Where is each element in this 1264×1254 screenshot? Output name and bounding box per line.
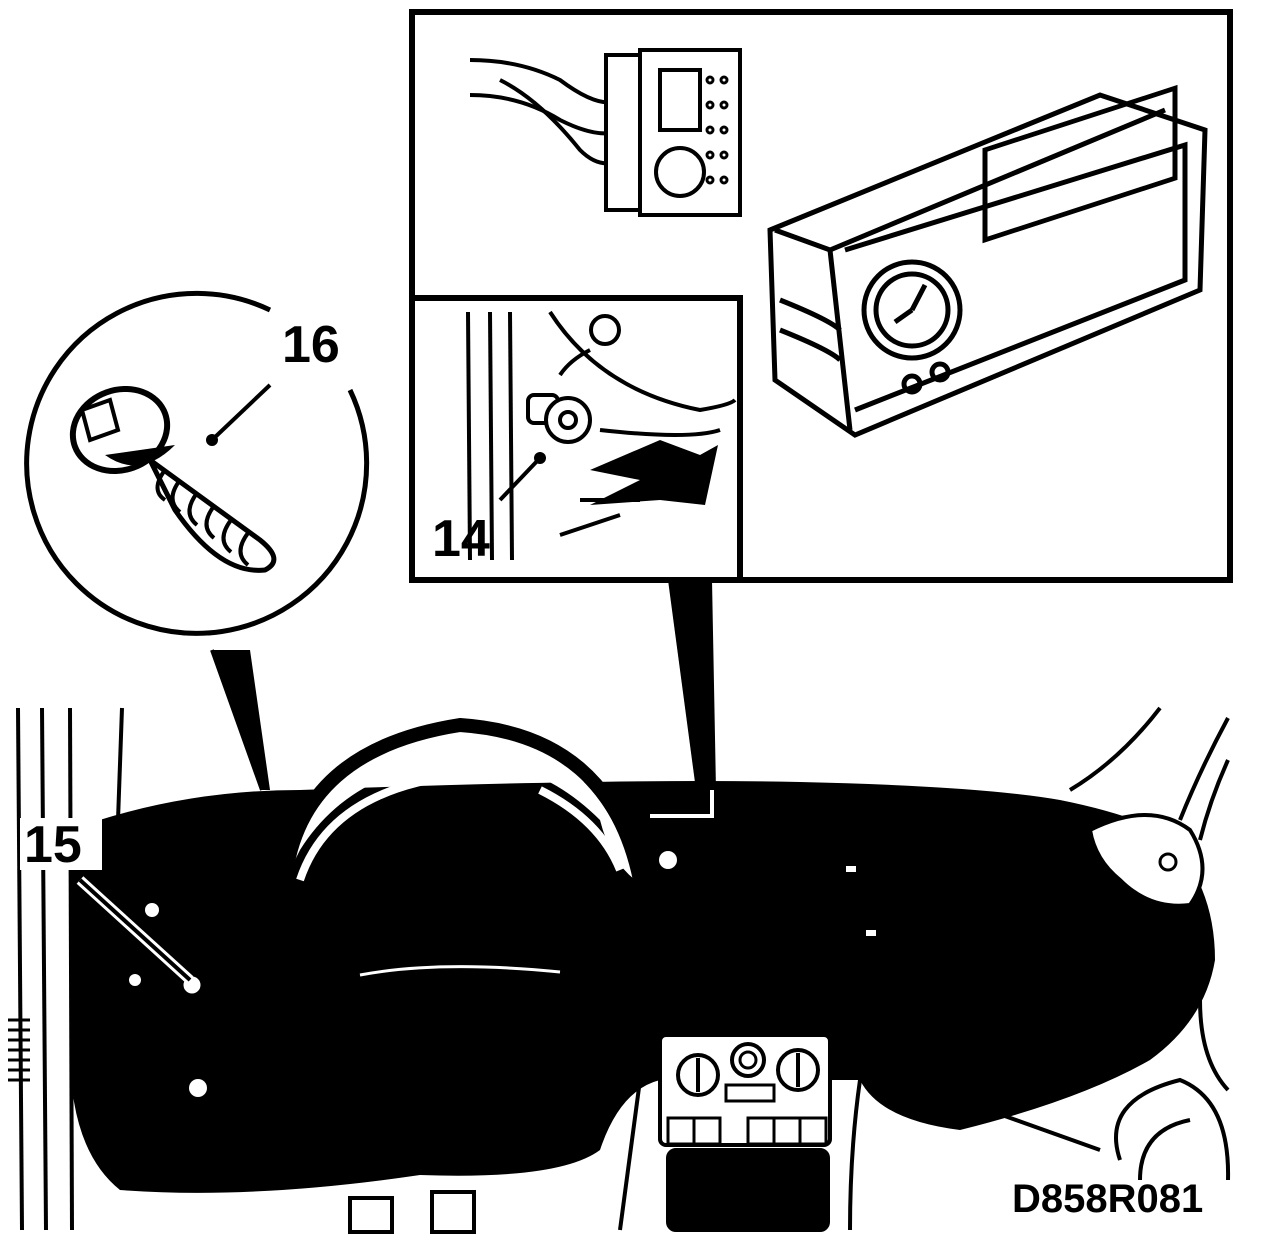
screw-detail-callout: 16: [24, 290, 370, 791]
door-seal: [8, 1018, 30, 1082]
callout-14: 14: [432, 510, 490, 568]
connector-icon: [469, 48, 742, 217]
box-pointer: [668, 580, 716, 790]
heater-control-panel: [658, 1033, 832, 1147]
steering-wheel-highlight: [296, 771, 461, 882]
screw-icon: [69, 385, 277, 573]
glovebox-lock: [1158, 852, 1178, 872]
leader-15: [78, 878, 192, 982]
steering-wheel-highlight-right: [538, 786, 624, 872]
leader-14-dot: [534, 452, 546, 464]
dashboard-panel: [70, 781, 1215, 1193]
instrument-detail-box: 14: [409, 9, 1233, 818]
detail-circle-outline: [24, 290, 370, 636]
steering-column-line: [359, 965, 561, 977]
clip-icon: [526, 393, 592, 444]
clock-display-unit: [767, 84, 1208, 438]
leader-14: [498, 456, 542, 502]
steering-wheel-rim: [285, 730, 635, 880]
steering-wheel-outline: [278, 717, 647, 882]
figure-code: D858R081: [1012, 1177, 1203, 1221]
leader-16: [210, 383, 272, 442]
fixing-callout: 15: [20, 816, 194, 984]
leader-16-dot: [206, 434, 218, 446]
callout-16: 16: [282, 316, 340, 374]
windscreen-frame: [1068, 706, 1230, 841]
door-trim-right: [959, 999, 1231, 1181]
glovebox-recess: [1087, 813, 1205, 908]
pedals: [348, 1190, 476, 1234]
removal-arrow: [590, 440, 718, 505]
centre-console: [618, 1079, 862, 1232]
clip-inset: [466, 310, 737, 561]
dashboard-illustration: [8, 706, 1231, 1234]
callout-15: 15: [24, 816, 82, 874]
